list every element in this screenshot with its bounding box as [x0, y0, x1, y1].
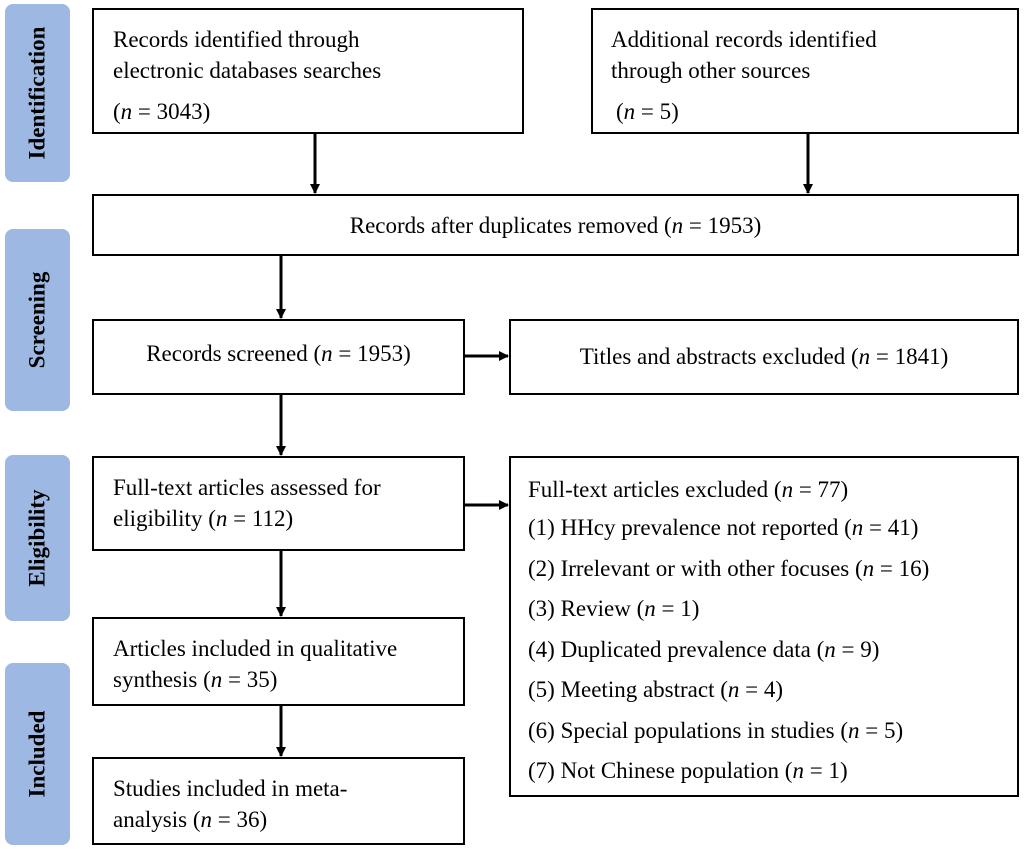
stage-label-included: Included [5, 663, 70, 845]
exclusion-reason: (6) Special populations in studies (n = … [528, 717, 904, 743]
records-screened-box: Records screened (n = 1953) [92, 319, 465, 395]
after-duplicates-box: Records after duplicates removed (n = 19… [92, 194, 1019, 256]
titles-excluded-box: Titles and abstracts excluded (n = 1841) [509, 319, 1019, 395]
exclusion-reason: (7) Not Chinese population (n = 1) [528, 758, 848, 783]
other-records-box: Additional records identified through ot… [591, 8, 1019, 134]
db-records-count: (n = 3043) [113, 99, 211, 124]
fulltext-assessed-box: Full-text articles assessed for eligibil… [92, 456, 465, 551]
exclusion-reason: (2) Irrelevant or with other focuses (n … [528, 555, 930, 581]
stage-label-screening: Screening [5, 229, 70, 411]
qualitative-synthesis-box: Articles included in qualitative synthes… [92, 617, 465, 706]
other-records-count: (n = 5) [616, 99, 679, 124]
meta-analysis-box: Studies included in meta- analysis (n = … [92, 757, 465, 845]
fulltext-excluded-box: Full-text articles excluded (n = 77) (1)… [509, 456, 1019, 797]
fulltext-excluded-title: Full-text articles excluded (n = 77) [528, 477, 849, 502]
db-records-box: Records identified through electronic da… [92, 8, 524, 134]
exclusion-reason: (5) Meeting abstract (n = 4) [528, 677, 784, 702]
stage-label-eligibility: Eligibility [5, 455, 70, 621]
exclusion-reason: (1) HHcy prevalence not reported (n = 41… [528, 515, 919, 540]
stage-label-identification: Identification [5, 4, 70, 182]
exclusion-reason: (3) Review (n = 1) [528, 596, 700, 621]
exclusion-reason: (4) Duplicated prevalence data (n = 9) [528, 636, 880, 662]
